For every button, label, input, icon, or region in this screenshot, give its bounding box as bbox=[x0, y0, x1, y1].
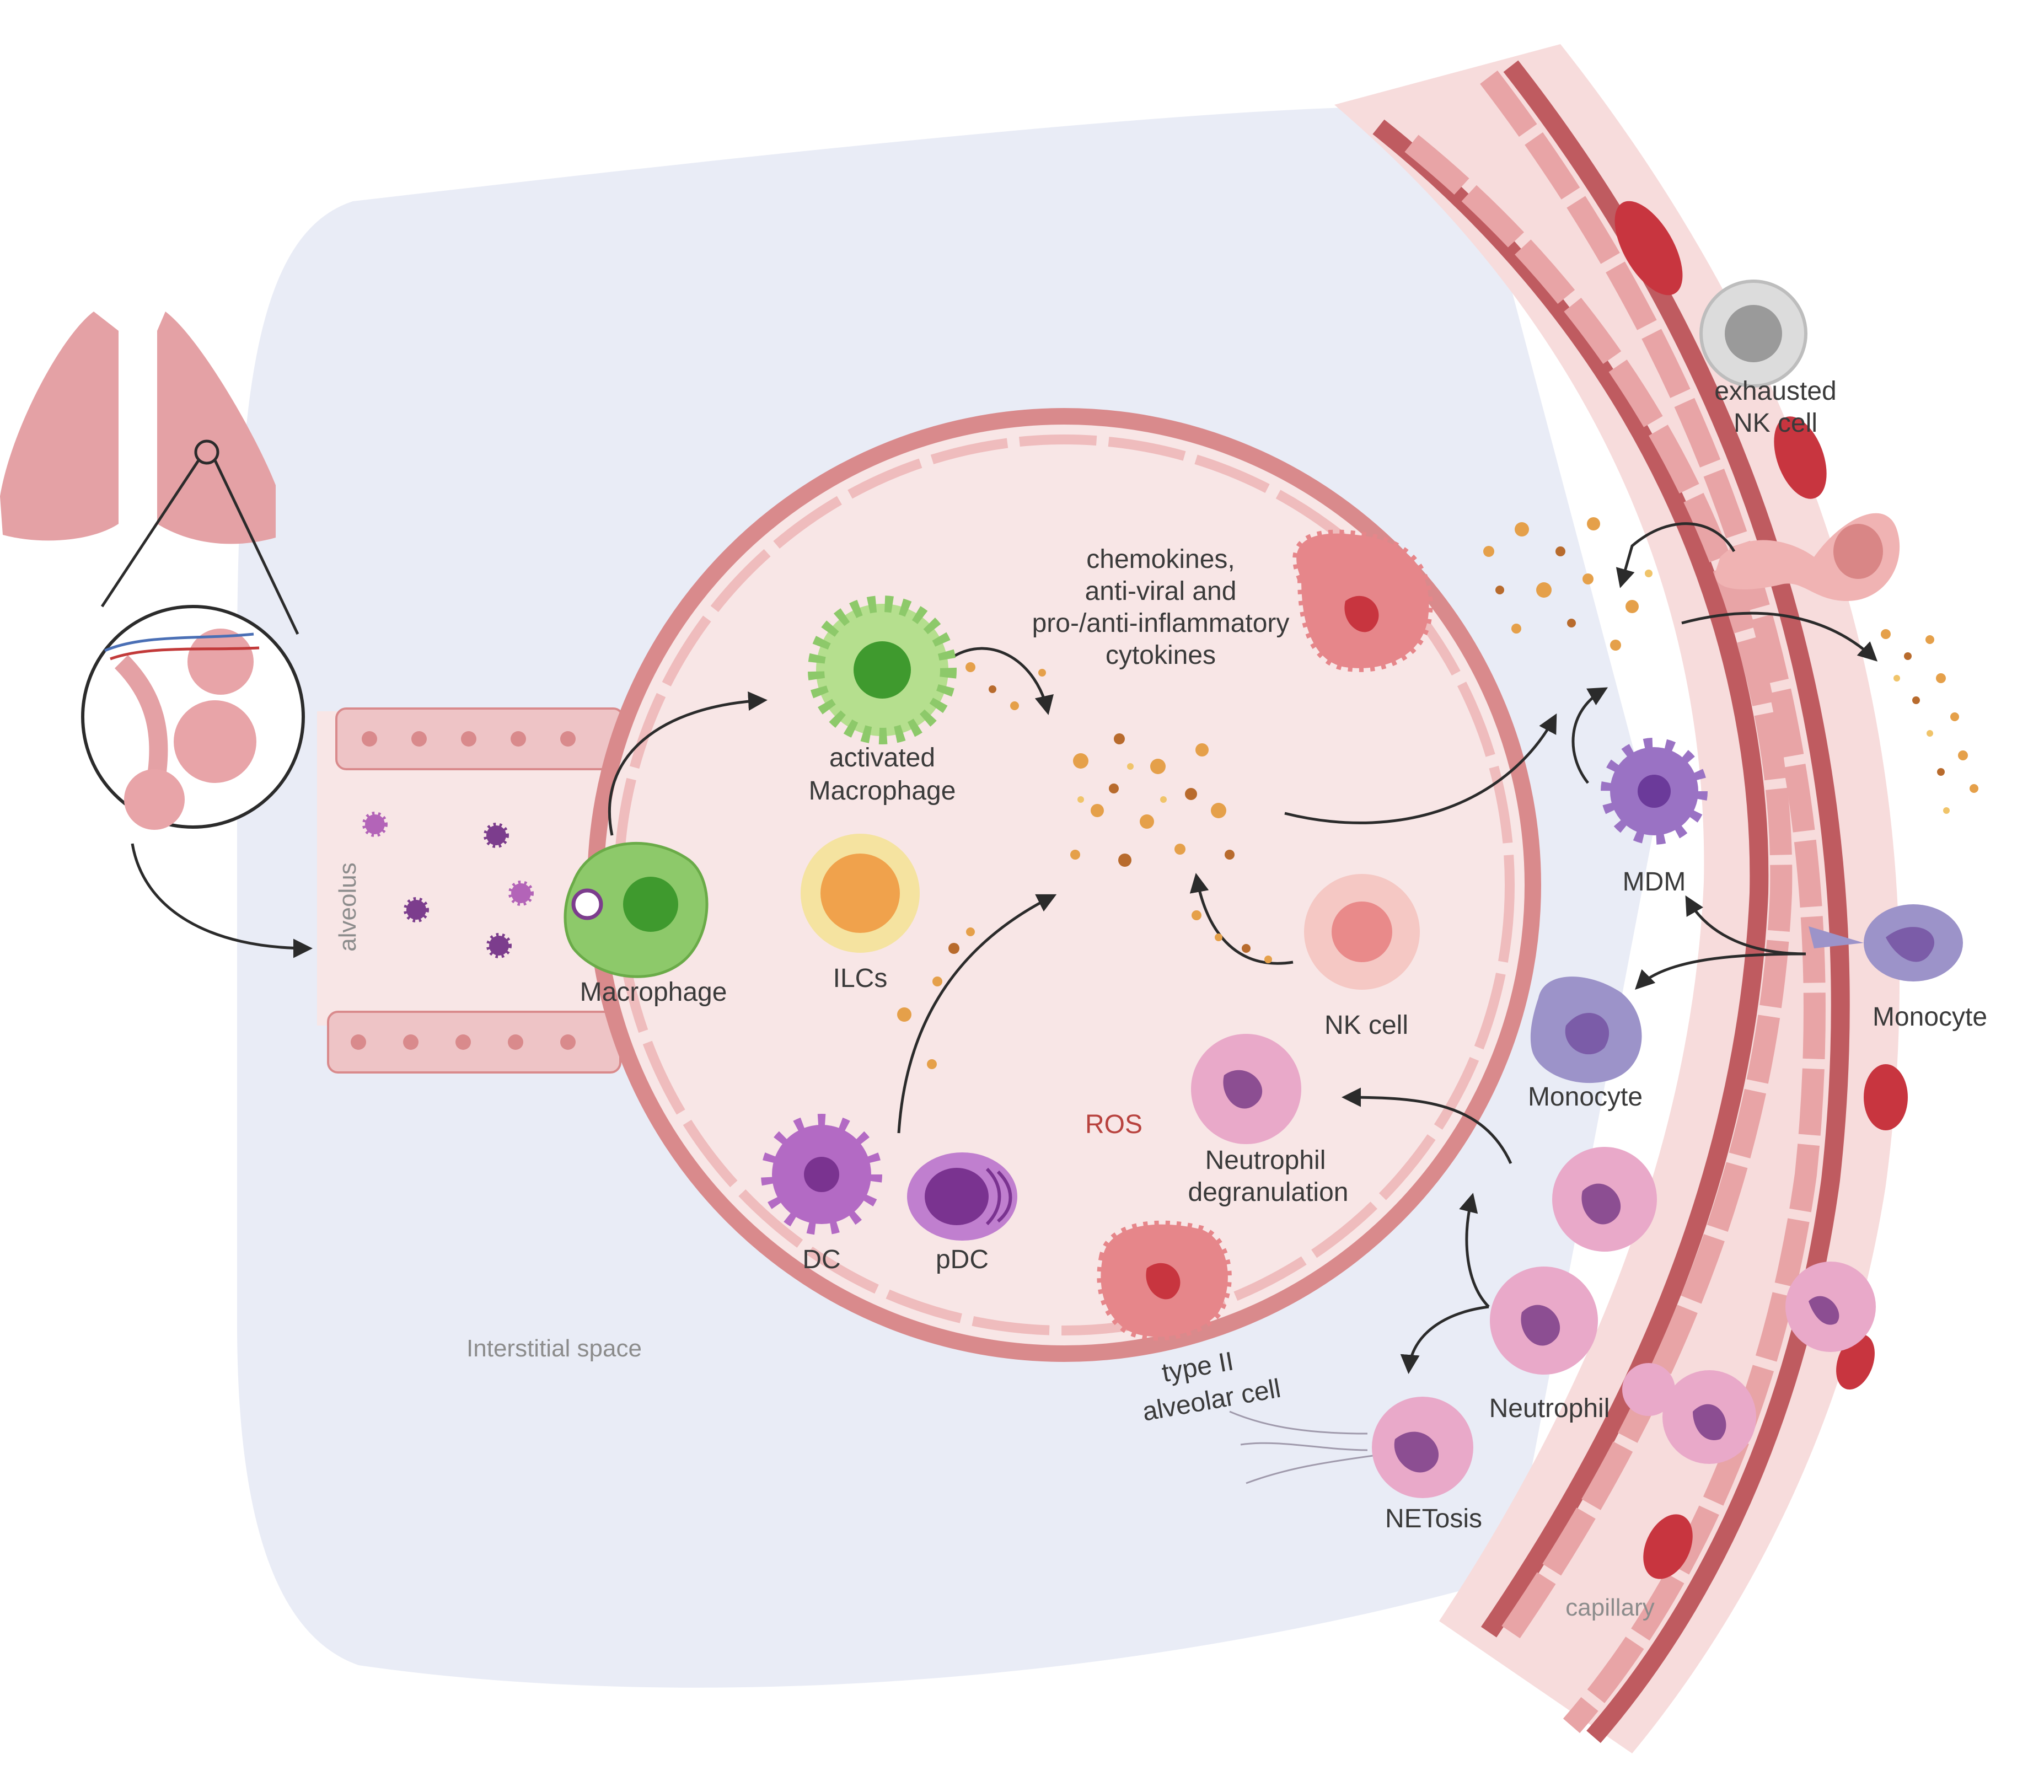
exhausted-nk-label-line2: NK cell bbox=[1734, 409, 1817, 438]
neutrophil-label: Neutrophil bbox=[1489, 1394, 1610, 1423]
vessel-monocyte bbox=[1809, 904, 1963, 981]
activated-macrophage-label-line2: Macrophage bbox=[809, 776, 956, 806]
labels: alveolus Interstitial space capillary Ma… bbox=[334, 377, 1987, 1621]
lungs-illustration bbox=[0, 312, 299, 635]
tissue-monocyte-label: Monocyte bbox=[1528, 1082, 1643, 1112]
vessel-cytokines bbox=[1881, 629, 1978, 814]
mdm-cell bbox=[1601, 738, 1708, 845]
nk-cell bbox=[1304, 874, 1420, 990]
macrophage-cell bbox=[564, 841, 709, 978]
cytokine-cluster bbox=[1070, 733, 1235, 867]
mdm-label: MDM bbox=[1623, 867, 1686, 897]
pdc-cell bbox=[907, 1152, 1017, 1241]
vessel-monocyte-label: Monocyte bbox=[1873, 1002, 1987, 1032]
netosis-label: NETosis bbox=[1385, 1504, 1482, 1533]
ilcs-label: ILCs bbox=[833, 964, 888, 993]
vessel-neutrophil bbox=[1785, 1262, 1876, 1352]
cytokines-label-line2: anti-viral and bbox=[1085, 577, 1237, 606]
transmigrating-neutrophil bbox=[1622, 1363, 1756, 1464]
nk-cytokine-trail bbox=[1192, 910, 1272, 963]
cytokines-label-line3: pro-/anti-inflammatory bbox=[1032, 609, 1290, 638]
ilc-cell bbox=[801, 834, 920, 953]
extravasating-cell bbox=[1715, 513, 1900, 601]
activated-macrophage-label-line1: activated bbox=[829, 743, 935, 772]
netosis-cell bbox=[1229, 1397, 1473, 1498]
activated-macrophage-cell bbox=[808, 595, 957, 744]
tissue-monocyte bbox=[1530, 977, 1642, 1083]
ros-label: ROS bbox=[1085, 1110, 1142, 1139]
neutrophil-cell bbox=[1490, 1267, 1598, 1375]
tissue-cytokine-cluster bbox=[1483, 517, 1653, 651]
capillary-label: capillary bbox=[1565, 1594, 1654, 1621]
capillary bbox=[1334, 44, 1978, 1753]
cytokines-label-line4: cytokines bbox=[1106, 641, 1216, 670]
exhausted-nk-cell bbox=[1699, 280, 1807, 388]
type2-alveolar-cell-top bbox=[1292, 529, 1433, 672]
nk-cell-label: NK cell bbox=[1324, 1011, 1408, 1040]
exhausted-nk-label-line1: exhausted bbox=[1714, 377, 1837, 406]
alveoli-zoom-circle bbox=[81, 605, 305, 830]
neutrophil-degranulation-label-line2: degranulation bbox=[1188, 1178, 1349, 1207]
type2-alveolar-cell-bottom bbox=[1097, 1220, 1232, 1341]
alveolus-label: alveolus bbox=[334, 862, 361, 951]
dendritic-cell bbox=[761, 1114, 882, 1235]
alveolar-duct bbox=[317, 707, 626, 1074]
dc-label: DC bbox=[802, 1245, 840, 1274]
virus-particles bbox=[362, 812, 534, 958]
degranulating-neutrophil bbox=[1191, 1034, 1301, 1144]
tissue-degranulating-neutrophil bbox=[1552, 1147, 1657, 1252]
cytokines-label-line1: chemokines, bbox=[1086, 545, 1235, 574]
arrows bbox=[131, 522, 1878, 1374]
pdc-label: pDC bbox=[936, 1245, 989, 1274]
interstitial-space-label: Interstitial space bbox=[466, 1335, 642, 1362]
macrophage-label: Macrophage bbox=[580, 978, 727, 1007]
neutrophil-degranulation-label-line1: Neutrophil bbox=[1205, 1146, 1326, 1175]
macrophage-cytokine-trail bbox=[965, 662, 1046, 710]
pdc-cytokine-trail bbox=[897, 927, 975, 1069]
